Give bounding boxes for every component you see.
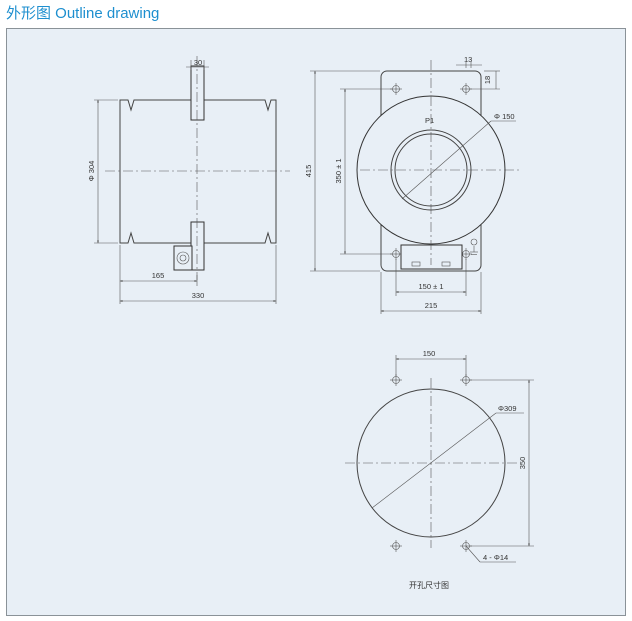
dim-length: 330 [192, 291, 205, 300]
side-view: 30 Φ 304 165 330 [87, 56, 290, 304]
ground-icon [470, 238, 478, 255]
cutout-caption: 开孔尺寸图 [409, 580, 449, 590]
dim-cutout-spacing-horizontal: 150 [423, 349, 436, 358]
dim-height: 415 [304, 165, 313, 178]
dim-hole-spacing-vertical: 350 ± 1 [334, 159, 343, 184]
cutout-hole-icon [390, 540, 402, 552]
label-p1: P1 [425, 116, 434, 125]
dim-hole-spacing-horizontal: 150 ± 1 [419, 282, 444, 291]
dim-bore-diameter: Φ 150 [494, 112, 515, 121]
front-view-terminal-box [400, 244, 463, 270]
dim-hole-offset-x: 13 [464, 55, 472, 64]
terminal-icon [411, 261, 421, 267]
dim-cutout-spacing-vertical: 350 [518, 457, 527, 470]
dim-cutout-holes: 4 - Φ14 [483, 553, 508, 562]
dim-side-diameter: Φ 304 [87, 161, 96, 182]
cutout-hole-icon [390, 374, 402, 386]
dim-hole-offset-y: 18 [483, 76, 492, 84]
dim-half-length: 165 [152, 271, 165, 280]
dim-width: 215 [425, 301, 438, 310]
cutout-view: 150 Φ309 350 4 - Φ14 开孔尺寸图 [345, 349, 534, 590]
side-view-bottom-bar [190, 221, 205, 271]
side-view-terminal-box [173, 245, 193, 271]
terminal-screw-icon [176, 251, 190, 265]
side-view-body [119, 99, 277, 244]
drawing-sheet [6, 28, 626, 616]
front-view: Φ 150 P1 13 18 415 350 ± 1 150 ± 1 215 [304, 55, 520, 314]
side-view-top-bar [190, 65, 205, 121]
dim-bar-width: 30 [194, 58, 202, 67]
terminal-icon [441, 261, 451, 267]
dim-cutout-diameter: Φ309 [498, 404, 517, 413]
page-title: 外形图 Outline drawing [6, 5, 160, 22]
